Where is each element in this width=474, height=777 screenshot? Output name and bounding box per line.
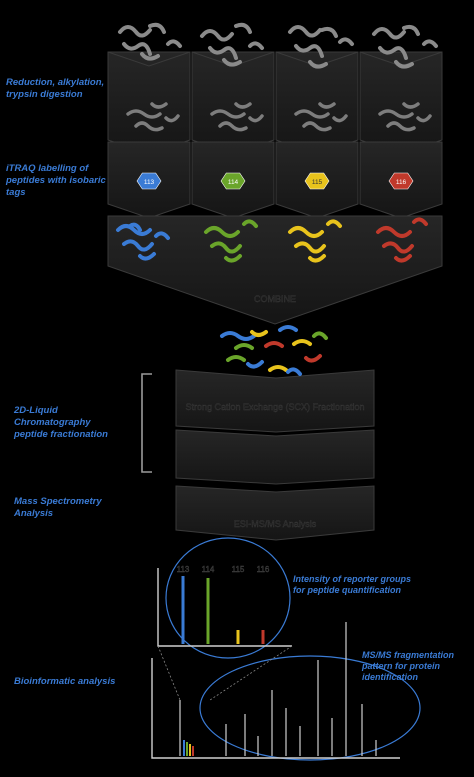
combine-funnel — [107, 215, 443, 325]
reporter-peak-label: 116 — [257, 565, 270, 574]
tag-114: 114 — [220, 172, 246, 190]
tag-label: 113 — [144, 179, 155, 186]
step-ms-line: Analysis — [14, 508, 54, 519]
tag-hexagon — [388, 172, 414, 190]
tag-label: 115 — [312, 179, 323, 186]
lc-bracket — [141, 373, 152, 473]
step-lc-line: 2D-Liquid — [14, 405, 58, 416]
scx-label: Strong Cation Exchange (SCX) Fractionati… — [185, 402, 364, 412]
step-labelling-line: tags — [6, 187, 26, 198]
step-digestion: Reduction, alkylation, trypsin digestion — [6, 77, 104, 101]
labelled-peptides — [116, 217, 428, 263]
fragmentation-note-line: MS/MS fragmentation — [362, 650, 455, 660]
reporter-note: Intensity of reporter groups for peptide… — [293, 574, 411, 596]
step-labelling-line: iTRAQ labelling of — [6, 163, 89, 174]
esi-label: ESI-MS/MS Analysis — [234, 519, 317, 529]
reporter-spectrum: 113 114 115 116 — [157, 537, 292, 659]
peptide-cluster — [126, 102, 432, 132]
tag-hexagon — [304, 172, 330, 190]
combine-label: COMBINE — [254, 294, 296, 304]
protein-cluster — [118, 22, 438, 69]
fragmentation-note-line: identification — [362, 672, 418, 682]
step-lc-line: Chromatography — [14, 417, 91, 428]
tag-116: 116 — [388, 172, 414, 190]
fragmentation-note-line: pattern for protein — [362, 661, 440, 671]
fragmentation-spectrum — [151, 622, 421, 761]
reporter-peak-label: 114 — [202, 565, 215, 574]
step-lc-line: peptide fractionation — [14, 429, 108, 440]
reporter-note-line: for peptide quantification — [293, 585, 401, 595]
step-labelling-line: peptides with isobaric — [6, 175, 106, 186]
tag-113: 113 — [136, 172, 162, 190]
tag-label: 116 — [396, 179, 407, 186]
reporter-peak-label: 115 — [232, 565, 245, 574]
step-digestion-line: trypsin digestion — [6, 89, 83, 100]
reporter-peak-label: 113 — [177, 565, 190, 574]
step-lc: 2D-Liquid Chromatography peptide fractio… — [14, 405, 108, 441]
step-bioinformatic: Bioinformatic analysis — [14, 676, 115, 688]
tag-label: 114 — [228, 179, 239, 186]
tag-115: 115 — [304, 172, 330, 190]
scx-boxes — [175, 369, 375, 485]
fragmentation-note: MS/MS fragmentation pattern for protein … — [362, 650, 454, 683]
mixed-peptides — [220, 325, 328, 376]
step-ms: Mass Spectrometry Analysis — [14, 496, 102, 520]
esi-box — [175, 485, 375, 541]
digestion-panels — [107, 51, 443, 155]
step-ms-line: Mass Spectrometry — [14, 496, 102, 507]
tag-hexagon — [136, 172, 162, 190]
step-bioinformatic-line: Bioinformatic analysis — [14, 676, 116, 687]
reporter-note-line: Intensity of reporter groups — [293, 574, 412, 584]
tag-hexagon — [220, 172, 246, 190]
step-digestion-line: Reduction, alkylation, — [6, 77, 105, 88]
step-labelling: iTRAQ labelling of peptides with isobari… — [6, 163, 106, 199]
